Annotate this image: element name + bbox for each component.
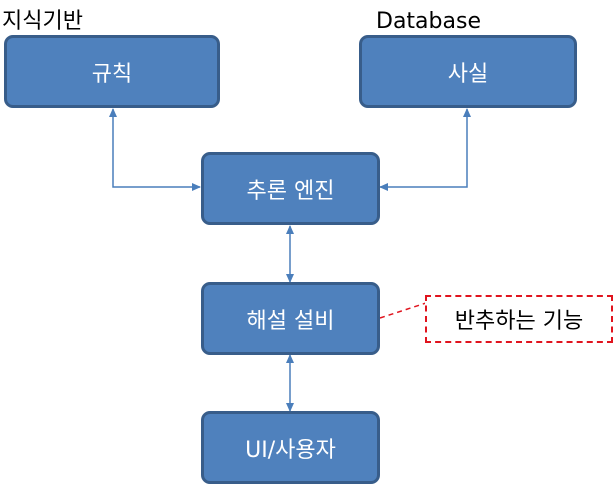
inference-engine-label: 추론 엔진 (246, 178, 335, 204)
ui-user-label: UI/사용자 (245, 437, 336, 463)
facts-box[interactable]: 사실 (359, 35, 577, 108)
inference-engine-box[interactable]: 추론 엔진 (201, 152, 380, 225)
database-label: Database (376, 9, 481, 34)
arrow-rules-inference (109, 108, 201, 191)
reflection-note: 반추하는 기능 (425, 295, 613, 343)
ui-user-box[interactable]: UI/사용자 (201, 411, 380, 484)
explanation-facility-label: 해설 설비 (246, 308, 335, 334)
explanation-facility-box[interactable]: 해설 설비 (201, 282, 380, 355)
knowledge-base-label: 지식기반 (2, 9, 83, 34)
rules-box-label: 규칙 (91, 61, 133, 87)
facts-box-label: 사실 (447, 61, 489, 87)
rules-box[interactable]: 규칙 (4, 35, 220, 108)
arrow-facts-inference (379, 108, 471, 191)
reflection-note-label: 반추하는 기능 (454, 309, 584, 334)
note-callout-line (379, 302, 427, 319)
